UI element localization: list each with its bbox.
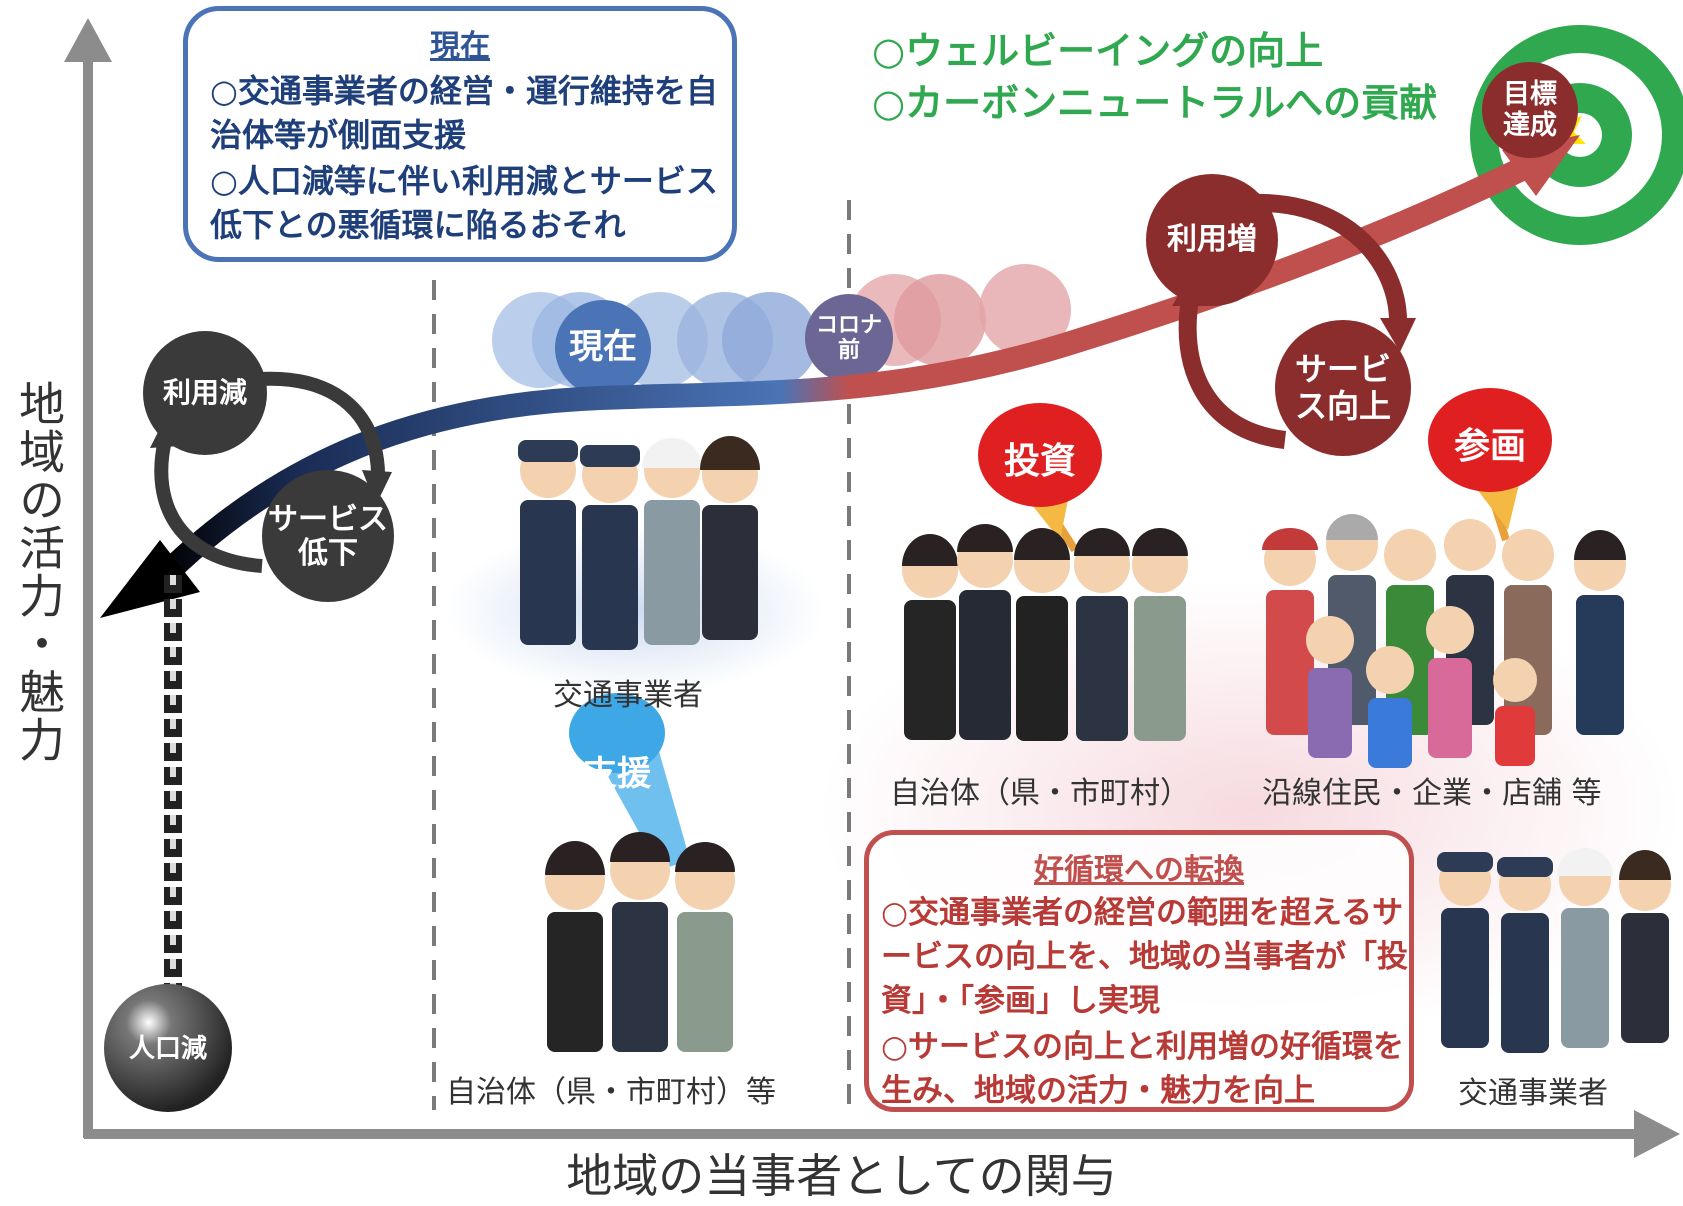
pre-covid-label: コロナ前: [815, 312, 882, 363]
caption-transport-operators-right: 交通事業者: [1458, 1076, 1608, 1111]
now-label: 現在: [569, 327, 637, 368]
good-cycle-item-1: ○交通事業者の経営の範囲を超えるサービスの向上を、地域の当事者が「投資」・「参画…: [881, 895, 1408, 1019]
y-axis: [64, 18, 112, 1138]
support-label: 支援: [583, 754, 651, 794]
trajectory-arrow-left: [100, 540, 200, 618]
service-down-label: サービス低下: [268, 501, 388, 571]
good-cycle-box: 好循環への転換 ○交通事業者の経営の範囲を超えるサービスの向上を、地域の当事者が…: [864, 830, 1414, 1112]
municipalities-support-group: [545, 832, 735, 1052]
caption-transport-operators-mid: 交通事業者: [553, 678, 703, 713]
invest-fan-icon: [978, 403, 1102, 553]
now-bubble: [555, 300, 651, 396]
weight-ball: [104, 984, 232, 1112]
target-label-circle: [1482, 62, 1578, 158]
good-cycle-item-2: ○サービスの向上と利用増の好循環を生み、地域の活力・魅力を向上: [881, 1029, 1405, 1109]
transport-operators-right-group: [1437, 848, 1671, 1053]
current-state-item-1: ○交通事業者の経営・運行維持を自治体等が側面支援: [210, 72, 718, 154]
good-cycle-title: 好循環への転換: [1034, 853, 1244, 888]
usage-up-circle: [1146, 174, 1278, 306]
service-down-circle: [262, 470, 394, 602]
residents-group: [1262, 514, 1626, 768]
municipalities-invest-group: [902, 524, 1188, 741]
pre-covid-bubble: [805, 294, 893, 382]
usage-down-label: 利用減: [162, 375, 247, 409]
x-axis: [84, 1110, 1680, 1158]
service-up-circle: [1275, 320, 1411, 456]
current-state-title: 現在: [430, 29, 490, 64]
usage-up-label: 利用増: [1167, 221, 1257, 257]
vicious-cycle-arrows: [150, 371, 392, 573]
current-state-box: 現在 ○交通事業者の経営・運行維持を自治体等が側面支援 ○人口減等に伴い利用減と…: [183, 6, 737, 262]
x-axis-label: 地域の当事者としての関与: [566, 1149, 1117, 1203]
trajectory-curve: [148, 148, 1552, 592]
caption-residents: 沿線住民・企業・店舗 等: [1262, 776, 1602, 811]
goal-carbon-neutral: ○カーボンニュートラルへの貢献: [872, 81, 1438, 125]
usage-down-circle: [143, 331, 267, 455]
transport-operators-mid-group: [518, 436, 760, 650]
y-axis-label: 地域の活力・魅力: [12, 380, 66, 764]
current-state-item-2: ○人口減等に伴い利用減とサービス低下との悪循環に陥るおそれ: [210, 162, 718, 244]
participate-fan-label: 参画: [1453, 426, 1526, 467]
service-up-label: サービス向上: [1294, 350, 1391, 425]
goal-wellbeing: ○ウェルビーイングの向上: [872, 29, 1324, 73]
caption-municipalities-support: 自治体（県・市町村）等: [446, 1075, 776, 1110]
target-label: 目標達成: [1503, 78, 1557, 141]
caption-municipalities-invest: 自治体（県・市町村）: [890, 776, 1190, 811]
participate-fan-icon: [1428, 388, 1552, 542]
invest-fan-label: 投資: [1003, 441, 1076, 482]
weight-label: 人口減: [128, 1034, 207, 1065]
